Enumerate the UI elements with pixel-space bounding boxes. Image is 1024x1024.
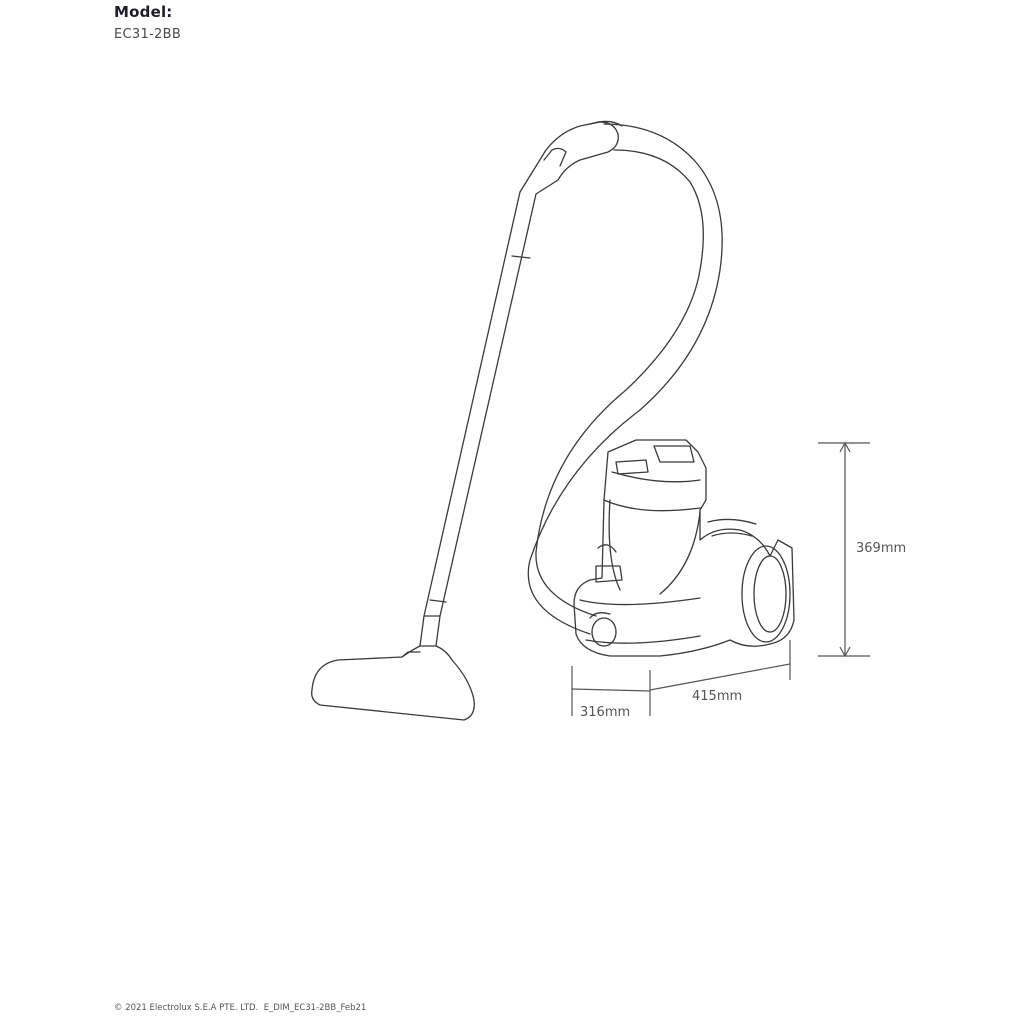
depth-dimension: 415mm — [649, 640, 791, 704]
model-number: EC31-2BB — [114, 27, 182, 42]
footer: © 2021 Electrolux S.E.A PTE. LTD. E_DIM_… — [114, 1003, 366, 1013]
flexible-hose — [527, 123, 723, 635]
height-label: 369mm — [856, 541, 906, 556]
document-code: E_DIM_EC31-2BB_Feb21 — [263, 1003, 367, 1013]
copyright-text: © 2021 Electrolux S.E.A PTE. LTD. — [114, 1003, 259, 1013]
width-dimension: 316mm — [571, 666, 651, 720]
telescopic-wand — [423, 191, 537, 617]
model-label: Model: — [114, 3, 173, 21]
wand-handle — [519, 120, 623, 195]
height-dimension: 369mm — [818, 441, 906, 658]
floor-nozzle — [311, 615, 475, 721]
canister-body — [573, 439, 795, 657]
depth-label: 415mm — [692, 689, 742, 704]
width-label: 316mm — [580, 705, 630, 720]
